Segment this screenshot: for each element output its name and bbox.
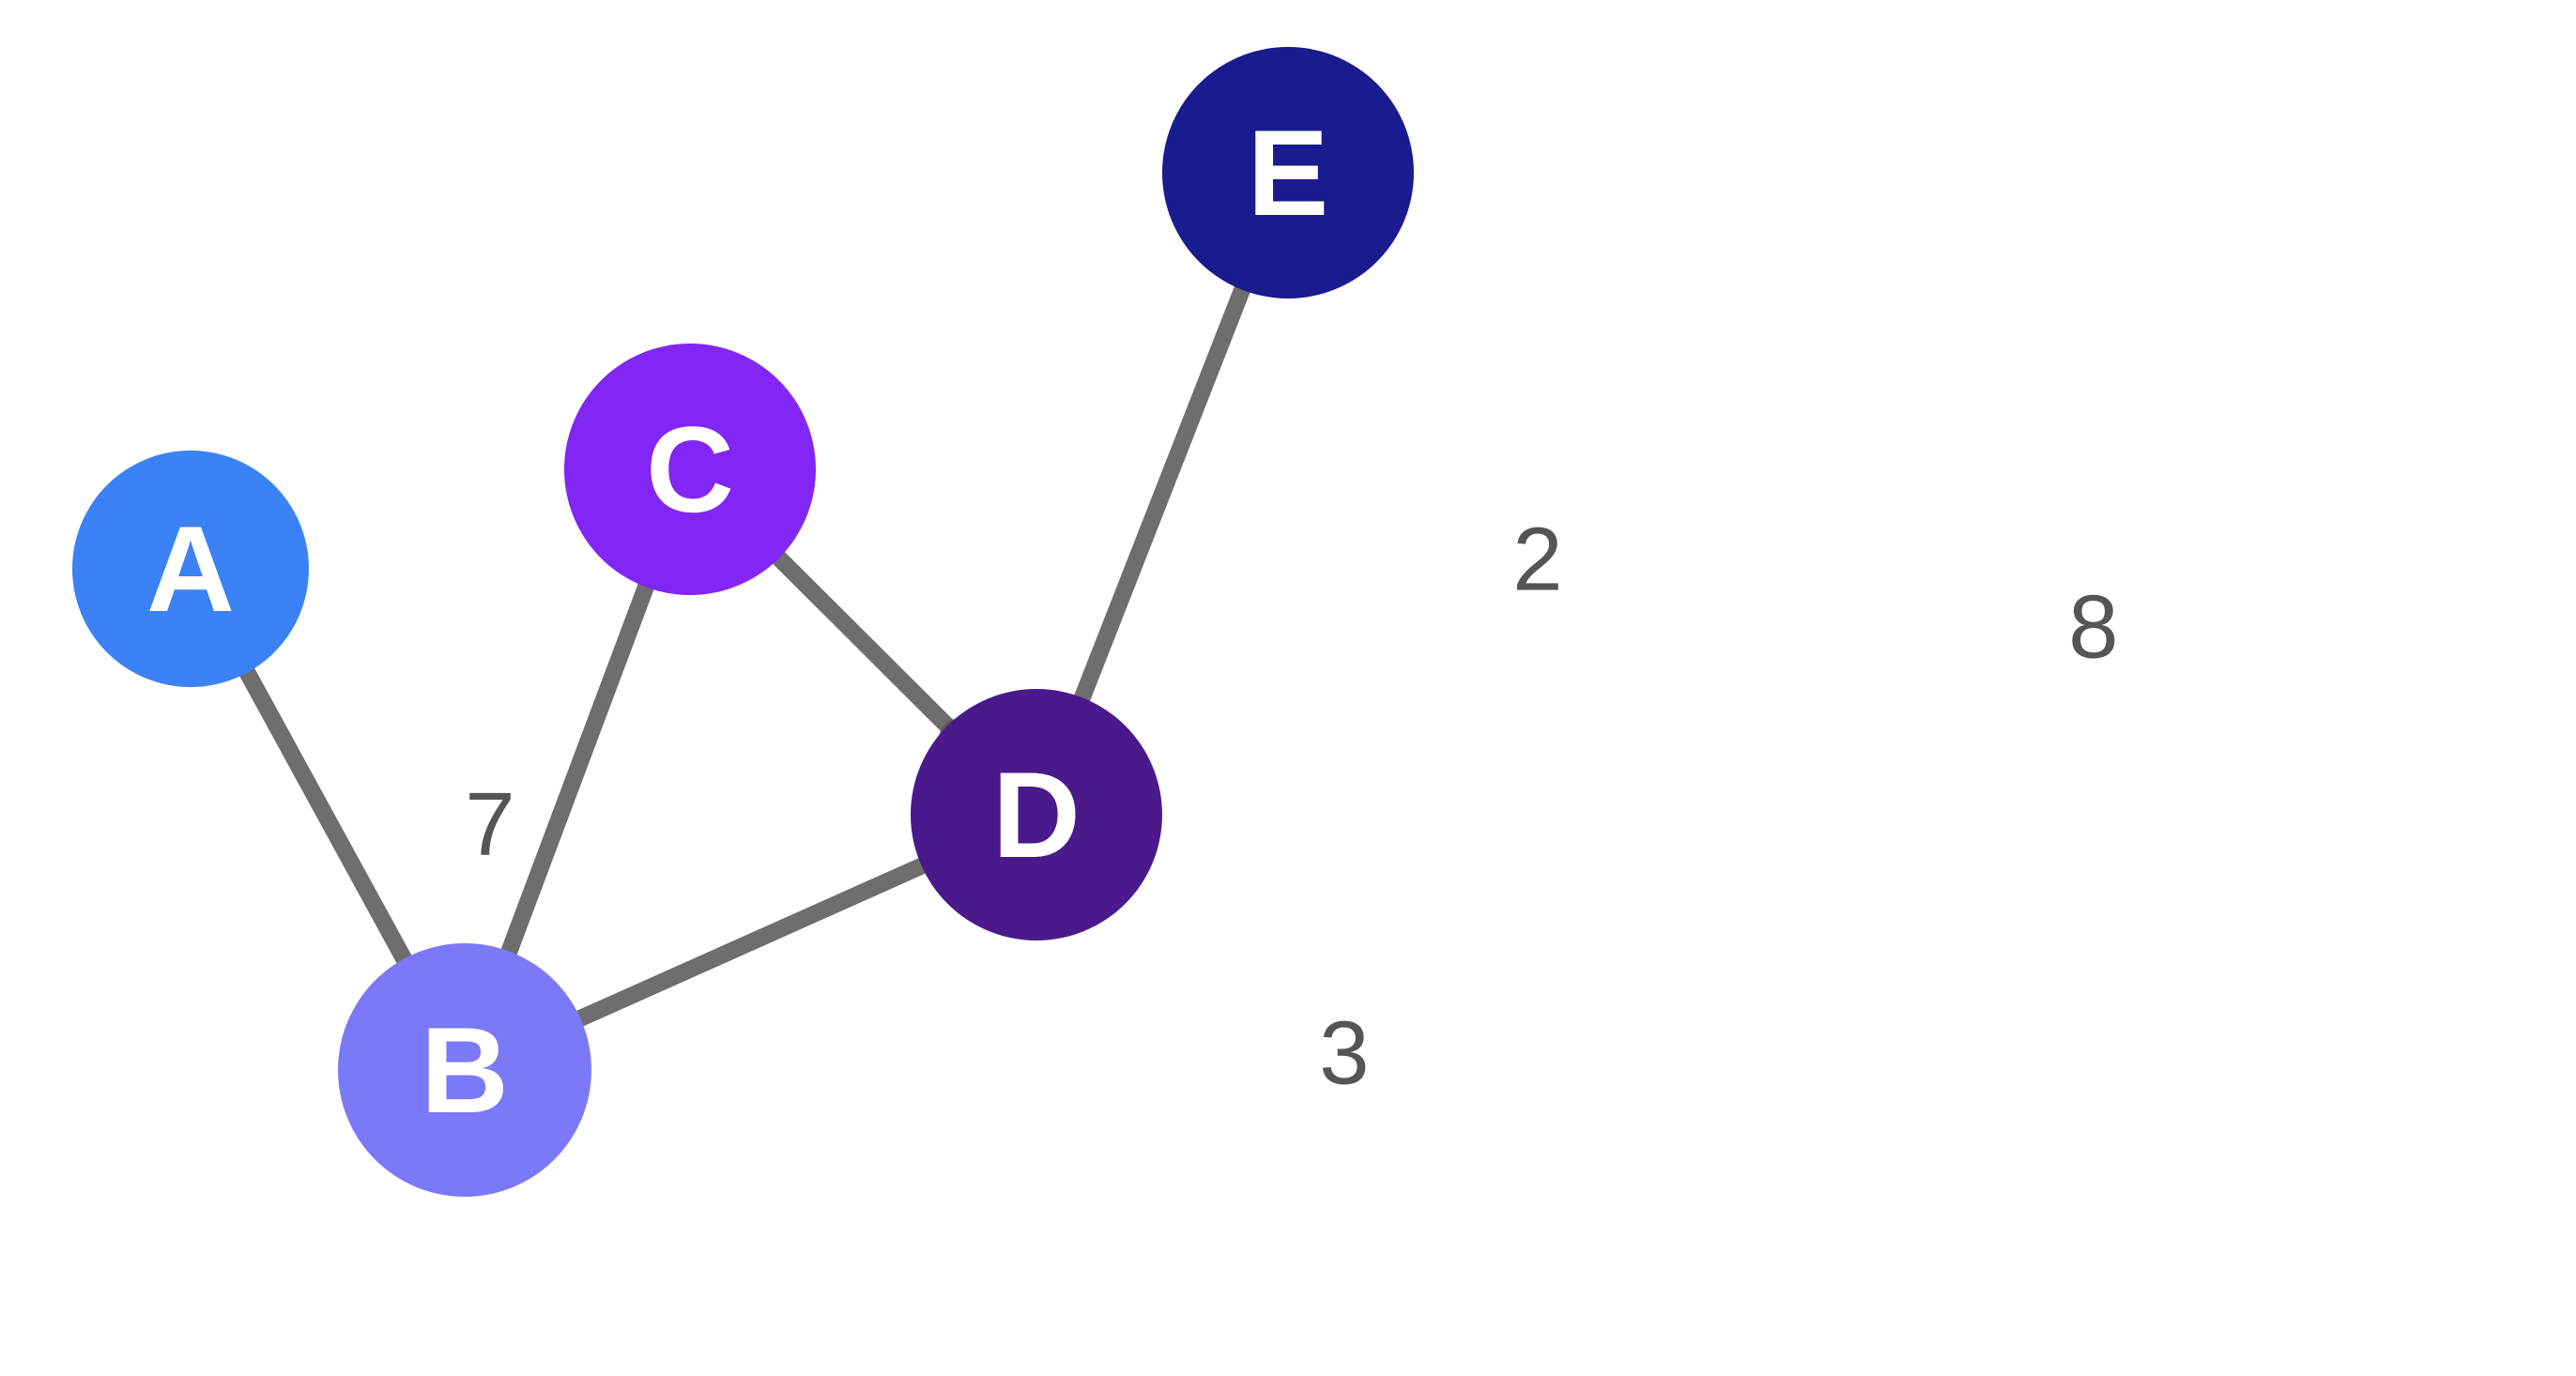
graph-edge-c-d	[772, 550, 955, 734]
edge-weight-label-d-e: 8	[2068, 577, 2118, 678]
edge-weight-label-b-d: 3	[1319, 1003, 1369, 1104]
graph-node-c[interactable]: C	[564, 344, 816, 595]
node-label-b: B	[421, 1001, 509, 1139]
node-label-e: E	[1248, 104, 1329, 241]
edge-weight-label-c-d: 2	[1512, 510, 1562, 610]
node-circle-a[interactable]	[72, 451, 309, 687]
nodes-layer: A B C D E	[72, 47, 1414, 1197]
node-circle-b[interactable]	[338, 943, 591, 1197]
node-label-a: A	[146, 500, 235, 637]
graph-node-d[interactable]: D	[911, 689, 1162, 940]
node-circle-e[interactable]	[1162, 47, 1414, 298]
edge-weight-label-a-b: 7	[465, 774, 514, 875]
graph-edge-b-d	[575, 857, 928, 1027]
edge-labels-layer: 76238	[465, 510, 2118, 1104]
node-label-c: C	[646, 401, 734, 538]
graph-edge-a-b	[238, 666, 413, 965]
edges-layer	[238, 284, 1251, 1027]
graph-edge-d-e	[1073, 284, 1251, 703]
node-circle-d[interactable]	[911, 689, 1162, 940]
graph-node-b[interactable]: B	[338, 943, 591, 1197]
node-circle-c[interactable]	[564, 344, 816, 595]
node-label-d: D	[992, 746, 1081, 883]
graph-node-a[interactable]: A	[72, 451, 309, 687]
graph-node-e[interactable]: E	[1162, 47, 1414, 298]
graph-edge-b-c	[500, 582, 655, 956]
